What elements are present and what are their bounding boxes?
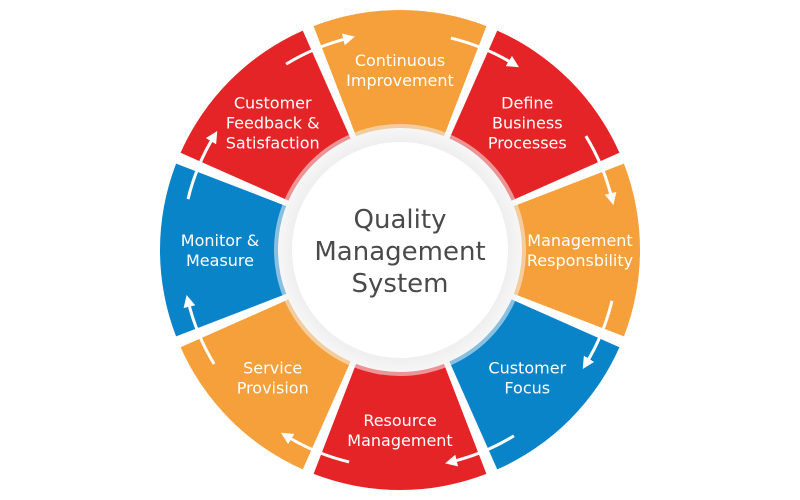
- segment-label-continuous-improvement-2: Improvement: [346, 71, 454, 90]
- segment-service-provision: [180, 299, 351, 470]
- segment-label-customer-focus-1: Customer: [488, 358, 566, 377]
- segment-label-service-provision-2: Provision: [237, 378, 309, 397]
- segment-management-responsibility: [513, 163, 640, 337]
- cycle-arrow-5: [280, 432, 350, 464]
- segment-define-business-processes: [449, 30, 620, 201]
- cycle-arrow-2: [584, 135, 617, 205]
- segment-label-customer-feedback-1: Customer: [234, 94, 312, 113]
- cycle-arrow-7: [186, 130, 218, 200]
- segment-label-resource-management-1: Resource: [363, 411, 436, 430]
- segment-label-define-business-processes-2: Business: [492, 114, 563, 133]
- segment-label-management-responsibility-1: Management: [527, 231, 632, 250]
- segment-label-monitor-measure-2: Measure: [186, 251, 254, 270]
- segment-label-customer-feedback-2: Feedback &: [226, 114, 320, 133]
- segment-customer-focus: [449, 299, 620, 470]
- cycle-arrow-4: [445, 434, 515, 467]
- center-line-1: Quality: [354, 205, 447, 235]
- center-line-2: Management: [314, 237, 485, 267]
- cycle-arrow-3: [582, 300, 614, 370]
- center-line-3: System: [352, 269, 449, 299]
- segment-label-continuous-improvement-1: Continuous: [355, 51, 445, 70]
- segment-monitor-measure: [160, 163, 287, 337]
- segment-label-management-responsibility-2: Responsbility: [527, 251, 633, 270]
- segment-label-monitor-measure-1: Monitor &: [181, 231, 259, 250]
- segment-label-resource-management-2: Management: [347, 431, 452, 450]
- segment-customer-feedback: [180, 30, 351, 201]
- segment-label-define-business-processes-3: Processes: [488, 134, 567, 153]
- segment-label-service-provision-1: Service: [243, 358, 302, 377]
- center-hub: Quality Management System: [274, 124, 526, 376]
- segment-label-define-business-processes-1: Define: [501, 94, 553, 113]
- segments-layer: ContinuousImprovementDefineBusinessProce…: [160, 9, 640, 490]
- arrows-layer: [183, 33, 617, 467]
- segment-label-customer-feedback-3: Satisfaction: [226, 134, 320, 153]
- segment-resource-management: [313, 363, 487, 490]
- center-circle: [292, 142, 508, 358]
- cycle-arrow-6: [183, 295, 216, 365]
- cycle-arrow-1: [450, 36, 520, 68]
- segment-continuous-improvement: [313, 9, 487, 137]
- segment-label-customer-focus-2: Focus: [504, 378, 550, 397]
- cycle-arrow-8: [285, 33, 355, 66]
